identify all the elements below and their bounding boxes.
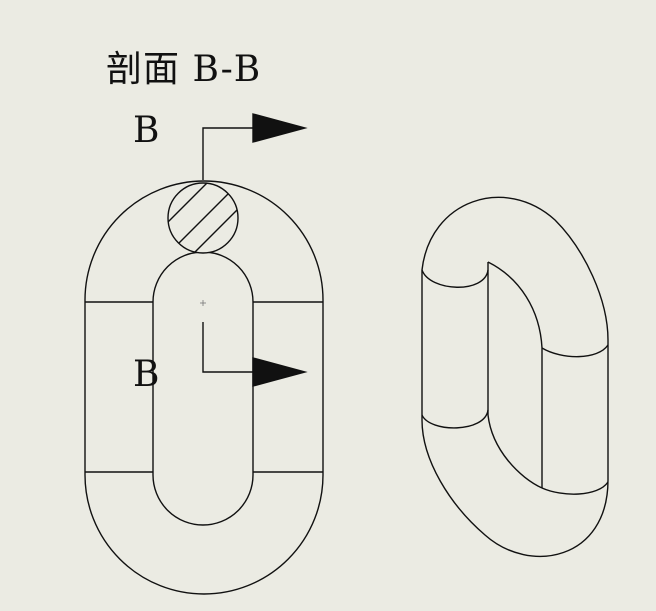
section-title: 剖面 B-B <box>106 49 262 90</box>
cut-label-bottom: B <box>133 354 160 395</box>
link-inner-slot <box>152 251 254 526</box>
isometric-link <box>421 196 609 557</box>
cutting-plane-bottom <box>202 322 255 373</box>
section-circle <box>167 182 239 254</box>
cut-arrow-bottom <box>252 357 308 387</box>
cutting-plane-top <box>202 127 255 180</box>
cut-arrow-top <box>252 113 308 143</box>
link-outer-outline <box>84 180 324 595</box>
center-mark <box>200 300 206 306</box>
cut-label-top: B <box>133 110 160 151</box>
